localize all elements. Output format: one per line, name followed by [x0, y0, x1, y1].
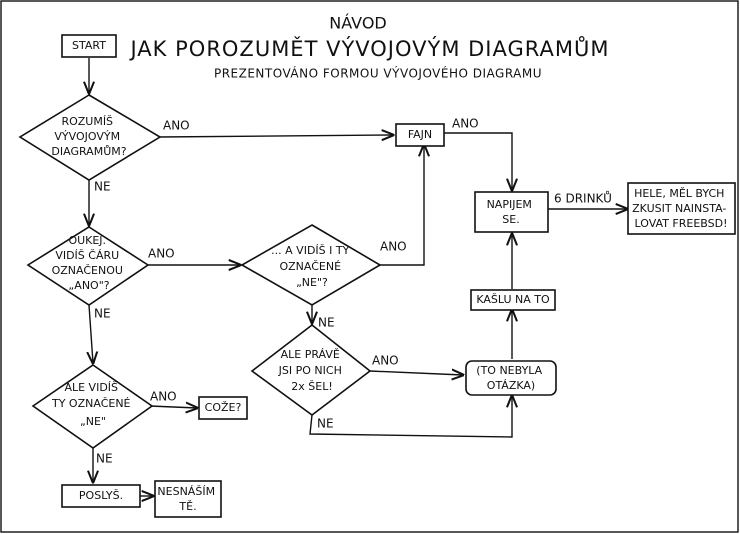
napijem-line-1: NAPIJEM [487, 198, 532, 211]
decision-but-see-no: ALE VIDÍŠ TY OZNAČENÉ „NE" [31, 364, 154, 449]
label-q4-ne: NE [317, 417, 334, 431]
node-start-label: START [72, 39, 106, 52]
edge-labels: ANO ANO NE 6 DRINKŮ ANO ANO NE NE ANO AN… [94, 117, 612, 466]
node-freebsd: HELE, MĚL BYCH ZKUSIT NAINSTA- LOVAT FRE… [627, 182, 736, 235]
title-line-1: NÁVOD [329, 14, 386, 33]
edge-fajn-napijem [444, 132, 512, 190]
q4-line-3: 2x ŠEL! [291, 380, 332, 393]
svg-text:... A VIDÍŠ I TY OZNAČEN: ... A VIDÍŠ I TY OZNAČENÉ „NE"? [271, 244, 353, 289]
svg-text:FAJN: FAJN [408, 128, 432, 141]
tonebyla-line-2: OTÁZKA) [487, 379, 535, 392]
edge-q4-tonebyla [369, 371, 463, 375]
node-coze: COŽE? [198, 396, 248, 420]
q3-line-3: „NE"? [296, 276, 328, 289]
label-q1-ne: NE [94, 180, 111, 194]
q3-line-1: ... A VIDÍŠ I TY [271, 244, 349, 257]
q2-line-3: OZNAČENOU [52, 264, 123, 277]
q1-line-2: VÝVOJOVÝM [54, 130, 120, 143]
hele-line-3: LOVAT FREEBSD! [635, 217, 728, 230]
svg-text:ALE VIDÍŠ TY OZNAČENÉ: ALE VIDÍŠ TY OZNAČENÉ „NE" [51, 381, 134, 428]
decision-see-yes-line: OUKEJ. VIDÍŠ ČÁRU OZNAČENOU „ANO"? [26, 226, 150, 306]
svg-text:COŽE?: COŽE? [205, 401, 242, 414]
q2-line-1: OUKEJ. [68, 234, 106, 247]
hele-line-1: HELE, MĚL BYCH [634, 187, 724, 200]
title-line-3: PREZENTOVÁNO FORMOU VÝVOJOVÉHO DIAGRAMU [214, 66, 542, 81]
label-fajn-ano: ANO [452, 117, 479, 131]
svg-text:NESNÁŠÍM TĚ.: NESNÁŠÍM TĚ. [157, 485, 218, 513]
q5-line-1: ALE VIDÍŠ [64, 381, 118, 394]
tonebyla-line-1: (TO NEBYLA [476, 364, 542, 377]
edge-q5-coze [149, 406, 197, 408]
q2-line-2: VIDÍŠ ČÁRU [55, 249, 119, 262]
node-fajn: FAJN [395, 123, 445, 147]
q4-line-1: ALE PRÁVĚ [281, 348, 340, 361]
decision-understand-flowcharts: ROZUMÍŠ VÝVOJOVÝM DIAGRAMŮM? [18, 94, 162, 181]
label-q1-ano: ANO [163, 119, 190, 133]
label-q5-ne: NE [96, 452, 113, 466]
node-start: START [61, 34, 117, 58]
q3-line-2: OZNAČENÉ [279, 260, 341, 273]
edge-q1-fajn [157, 135, 393, 137]
node-not-a-question: (TO NEBYLA OTÁZKA) [465, 360, 557, 396]
edge-q4-tonebyla-loop [309, 396, 512, 438]
label-q3-ne: NE [318, 316, 335, 330]
label-q3-ano: ANO [380, 240, 407, 254]
svg-text:HELE, MĚL BYCH ZKUSIT NA: HELE, MĚL BYCH ZKUSIT NAINSTA- LOVAT FRE… [632, 187, 730, 230]
node-poslys: POSLYŠ. [61, 484, 141, 508]
q4-line-2: JSI PO NICH [278, 364, 342, 377]
decision-just-followed-them: ALE PRÁVĚ JSI PO NICH 2x ŠEL! [250, 323, 372, 416]
connectors [89, 58, 627, 496]
q5-line-3: „NE" [80, 415, 106, 428]
decision-see-no-lines: ... A VIDÍŠ I TY OZNAČENÉ „NE"? [240, 224, 382, 306]
node-nesnasim: NESNÁŠÍM TĚ. [154, 480, 222, 518]
title-line-2: JAK POROZUMĚT VÝVOJOVÝM DIAGRAMŮM [128, 35, 609, 61]
label-q4-ano: ANO [372, 354, 399, 368]
svg-text:OUKEJ. VIDÍŠ ČÁRU: OUKEJ. VIDÍŠ ČÁRU OZNAČENOU „ANO"? [52, 234, 127, 292]
label-q5-ano: ANO [150, 390, 177, 404]
label-drinks: 6 DRINKŮ [554, 191, 612, 206]
svg-text:ROZUMÍŠ VÝVOJOVÝM: ROZUMÍŠ VÝVOJOVÝM DIAGRAMŮM? [51, 115, 126, 158]
q1-line-1: ROZUMÍŠ [61, 115, 113, 128]
hele-line-2: ZKUSIT NAINSTA- [632, 202, 726, 215]
svg-text:NAPIJEM SE.: NAPIJEM SE. [487, 198, 536, 226]
kaslu-label: KAŠLU NA TO [476, 293, 550, 306]
edge-q2-q5 [89, 304, 93, 363]
svg-text:(TO NEBYLA OTÁZKA): (TO NEBYLA OTÁZKA) [476, 364, 545, 392]
node-napijem: NAPIJEM SE. [474, 191, 549, 233]
fajn-label: FAJN [408, 128, 432, 141]
coze-label: COŽE? [205, 401, 242, 414]
q2-line-4: „ANO"? [68, 279, 109, 292]
nesnasim-line-2: TĚ. [178, 500, 196, 513]
svg-text:START: START [72, 39, 106, 52]
nesnasim-line-1: NESNÁŠÍM [157, 485, 215, 498]
q5-line-2: TY OZNAČENÉ [51, 397, 131, 410]
svg-text:ALE PRÁVĚ JSI PO NICH: ALE PRÁVĚ JSI PO NICH 2x ŠEL! [278, 348, 346, 393]
node-kaslu: KAŠLU NA TO [470, 289, 556, 311]
q1-line-3: DIAGRAMŮM? [51, 145, 126, 158]
svg-text:KAŠLU NA TO: KAŠLU NA TO [476, 293, 550, 306]
edge-q3-fajn [380, 145, 424, 266]
napijem-line-2: SE. [502, 213, 519, 226]
label-q2-ne: NE [94, 307, 111, 321]
svg-text:POSLYŠ.: POSLYŠ. [79, 489, 123, 502]
label-q2-ano: ANO [148, 247, 175, 261]
poslys-label: POSLYŠ. [79, 489, 123, 502]
